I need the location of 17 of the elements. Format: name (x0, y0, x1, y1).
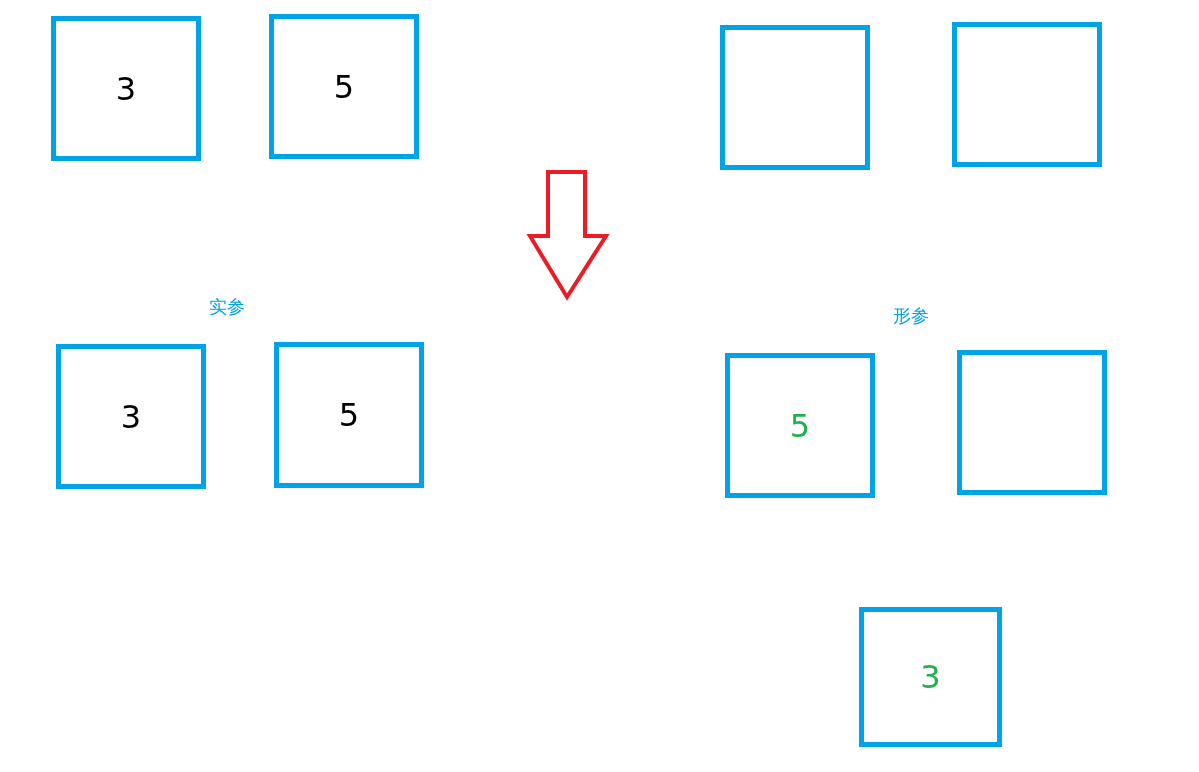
value-box (51, 16, 201, 161)
value-number: 3 (120, 400, 142, 433)
group-label: 实参 (209, 296, 245, 318)
group-label: 形参 (893, 305, 929, 327)
value-box (725, 353, 875, 498)
value-box (269, 14, 419, 159)
value-number: 3 (115, 72, 137, 105)
value-number: 5 (338, 399, 360, 431)
value-number: 5 (333, 70, 355, 103)
value-box (274, 342, 424, 488)
value-box (56, 344, 206, 489)
value-box (859, 607, 1002, 747)
value-number: 3 (920, 661, 941, 693)
empty-box (957, 350, 1107, 495)
empty-box (720, 25, 870, 170)
value-number: 5 (789, 409, 811, 442)
empty-box (952, 22, 1102, 167)
